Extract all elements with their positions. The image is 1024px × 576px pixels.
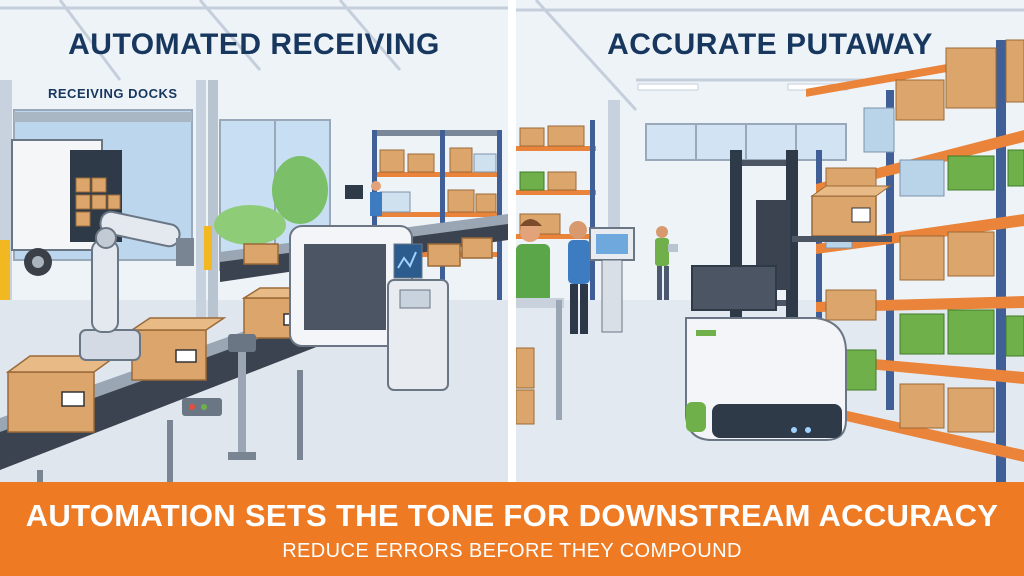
banner-headline: AUTOMATION SETS THE TONE FOR DOWNSTREAM … — [25, 498, 999, 533]
receiving-docks-sign: RECEIVING DOCKS — [48, 86, 178, 101]
receiving-panel: AUTOMATED RECEIVING RECEIVING DOCKS — [0, 0, 508, 482]
bottom-banner — [0, 482, 1024, 576]
putaway-panel: ACCURATE PUTAWAY — [516, 0, 1024, 482]
panel-divider — [508, 0, 516, 482]
banner-subheadline: REDUCE ERRORS BEFORE THEY COMPOUND — [282, 540, 742, 562]
putaway-illustration — [516, 0, 1024, 482]
receiving-title: AUTOMATED RECEIVING — [68, 28, 440, 61]
putaway-title: ACCURATE PUTAWAY — [607, 28, 933, 61]
receiving-illustration — [0, 0, 508, 482]
